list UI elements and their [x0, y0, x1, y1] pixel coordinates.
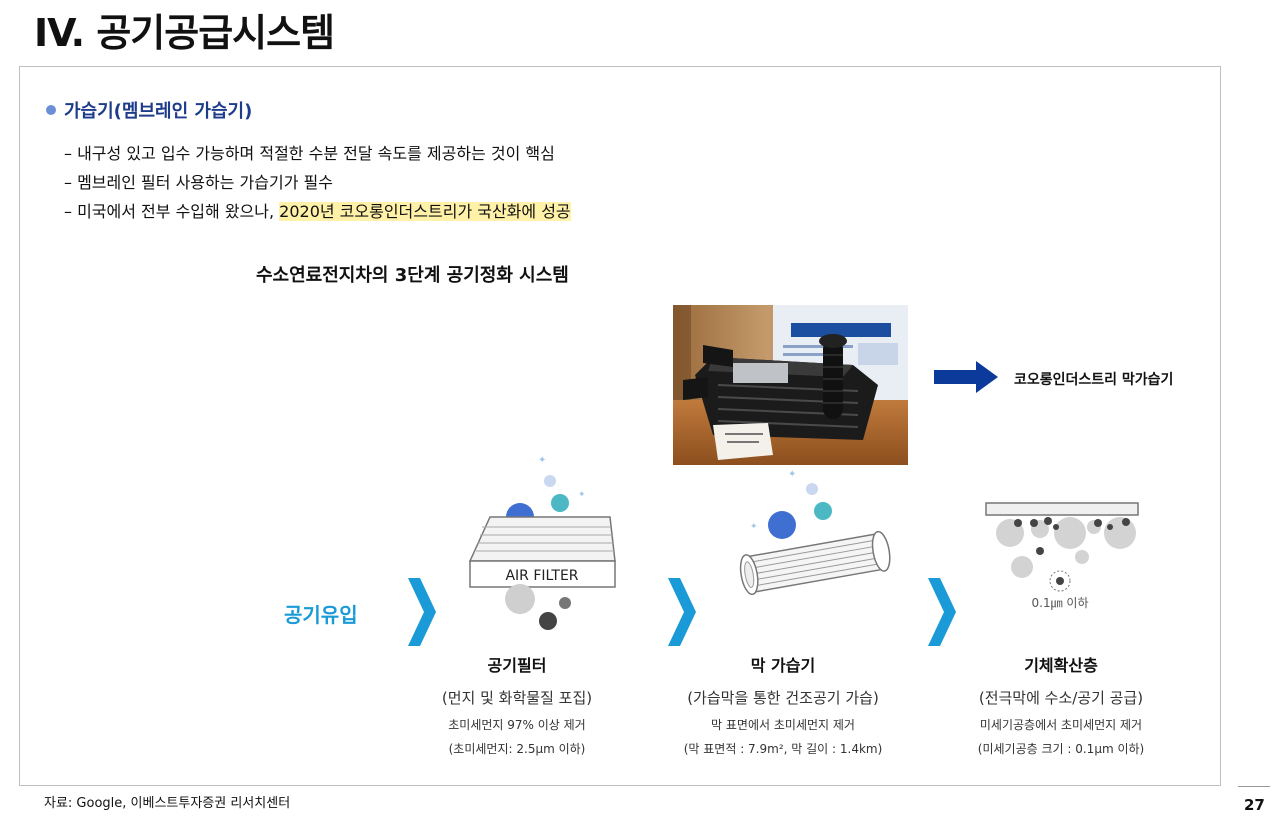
- humidifier-photo: [673, 305, 908, 465]
- stage-detail: (초미세먼지: 2.5μm 이하): [448, 742, 586, 756]
- bullet-dot-icon: [46, 105, 56, 115]
- particle-size-text: 0.1㎛ 이하: [1032, 596, 1089, 610]
- list-item-prefix: – 미국에서 전부 수입해 왔으나,: [64, 202, 280, 221]
- highlighted-text: 2020년 코오롱인더스트리가 국산화에 성공: [279, 202, 571, 221]
- section-heading-text: 가습기(멤브레인 가습기): [64, 101, 253, 122]
- air-filter-text: AIR FILTER: [505, 568, 578, 584]
- page-number: 27: [1244, 796, 1265, 814]
- svg-text:✦: ✦: [538, 455, 546, 466]
- stage-name: 공기필터: [487, 656, 547, 675]
- stage-membrane-humidifier: 막 가습기 (가습막을 통한 건조공기 가습) 막 표면에서 초미세먼지 제거 …: [653, 655, 913, 761]
- stage-detail: 초미세먼지 97% 이상 제거: [448, 718, 586, 732]
- stage-desc: (전극막에 수소/공기 공급): [978, 689, 1144, 707]
- chevron-right-icon: [668, 578, 696, 646]
- stage-detail: (미세기공층 크기 : 0.1μm 이하): [977, 742, 1145, 756]
- page-title: IV. 공기공급시스템: [34, 11, 335, 55]
- stage-detail: 미세기공층에서 초미세먼지 제거: [979, 718, 1143, 732]
- source-note: 자료: Google, 이베스트투자증권 리서치센터: [44, 796, 291, 811]
- product-label: 코오롱인더스트리 막가습기: [1014, 372, 1174, 388]
- stage-gas-diffusion-layer: 기체확산층 (전극막에 수소/공기 공급) 미세기공층에서 초미세먼지 제거 (…: [931, 655, 1191, 761]
- stage-name: 막 가습기: [750, 656, 816, 675]
- bullet-list: – 내구성 있고 입수 가능하며 적절한 수분 전달 속도를 제공하는 것이 핵…: [64, 139, 571, 226]
- list-item: – 멤브레인 필터 사용하는 가습기가 필수: [64, 173, 333, 192]
- svg-text:✦: ✦: [788, 469, 796, 480]
- page-number-divider: [1238, 786, 1270, 787]
- section-heading: 가습기(멤브레인 가습기): [46, 97, 252, 123]
- list-item: – 내구성 있고 입수 가능하며 적절한 수분 전달 속도를 제공하는 것이 핵…: [64, 144, 555, 163]
- chevron-right-icon: [408, 578, 436, 646]
- stage-air-filter: 공기필터 (먼지 및 화학물질 포집) 초미세먼지 97% 이상 제거 (초미세…: [387, 655, 647, 761]
- chevron-right-icon: [928, 578, 956, 646]
- gas-diffusion-layer-illustration: 0.1㎛ 이하: [985, 502, 1139, 610]
- stage-desc: (먼지 및 화학물질 포집): [441, 689, 593, 707]
- svg-text:✦: ✦: [750, 522, 758, 532]
- air-filter-illustration: ✦ ✦ AIR FILTER: [468, 455, 616, 630]
- diagram-title: 수소연료전지차의 3단계 공기정화 시스템: [256, 265, 569, 286]
- stage-name: 기체확산층: [1024, 656, 1098, 675]
- humidifier-photo-illustration: [673, 305, 908, 465]
- stage-detail: 막 표면에서 초미세먼지 제거: [711, 718, 855, 732]
- inflow-label: 공기유입: [284, 603, 358, 627]
- arrow-right-icon: [934, 361, 998, 393]
- list-item: – 미국에서 전부 수입해 왔으나, 2020년 코오롱인더스트리가 국산화에 …: [64, 197, 571, 226]
- stage-desc: (가습막을 통한 건조공기 가습): [687, 689, 879, 707]
- membrane-tube-illustration: ✦ ✦: [739, 469, 891, 596]
- svg-text:✦: ✦: [578, 490, 586, 500]
- content-box: 가습기(멤브레인 가습기) – 내구성 있고 입수 가능하며 적절한 수분 전달…: [19, 66, 1221, 786]
- stage-detail: (막 표면적 : 7.9m², 막 길이 : 1.4km): [683, 742, 883, 756]
